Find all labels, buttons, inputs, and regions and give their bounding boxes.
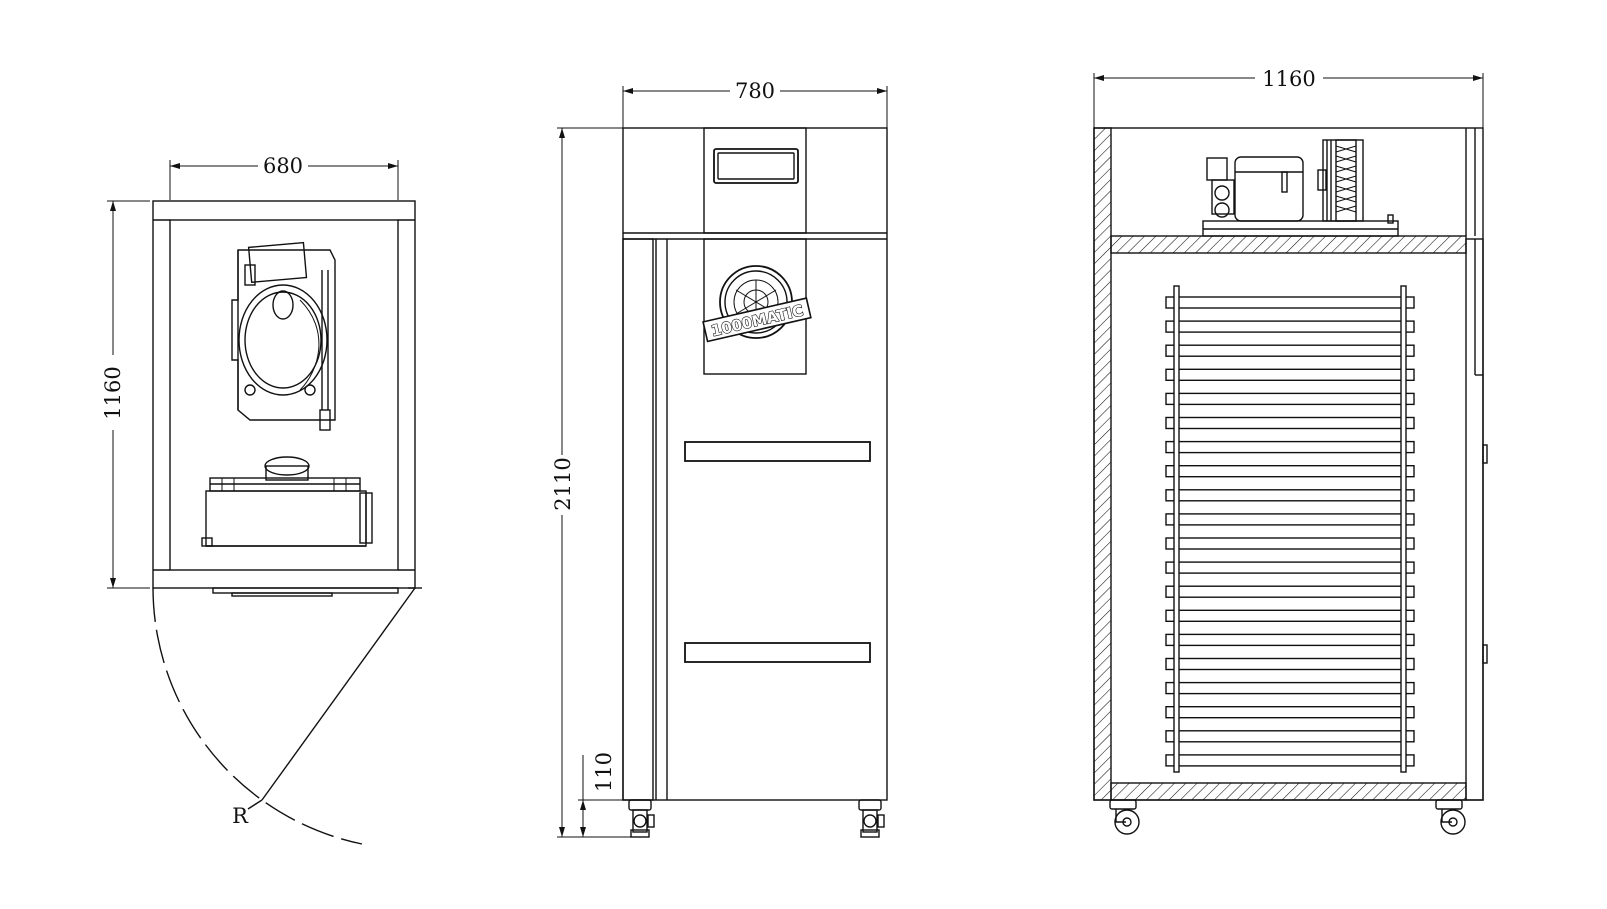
dimension-front-height: 2110 (551, 127, 640, 838)
dimension-label-110: 110 (592, 752, 616, 792)
cabinet-front (622, 127, 888, 801)
tray-slat (1165, 416, 1415, 430)
front-view: 780 2110 110 (551, 79, 888, 838)
tray-slat (1165, 561, 1415, 574)
control-panel (703, 127, 807, 234)
tray-slat (1165, 513, 1415, 526)
tray-slat (1165, 368, 1415, 381)
tray-slat (1165, 537, 1415, 550)
rack-post-left (1173, 285, 1180, 773)
side-section-view: 1160 (1093, 67, 1488, 835)
dimension-label-780: 780 (735, 79, 775, 103)
tray-slat (1165, 296, 1415, 309)
caster-left (628, 799, 655, 838)
tray-slat (1165, 392, 1415, 406)
tray-slat (1165, 730, 1415, 743)
tray-slat (1165, 465, 1415, 478)
caster-right (858, 799, 885, 838)
dimension-side-depth: 1160 (1093, 67, 1484, 128)
door-strip-top (212, 587, 399, 594)
insulated-floor (1110, 782, 1467, 801)
dimension-front-width: 780 (622, 79, 888, 128)
compressor-unit-top (231, 241, 336, 431)
tray-slat (1165, 633, 1415, 647)
dimension-label-2110: 2110 (551, 457, 575, 510)
top-view: 680 1160 (101, 154, 422, 845)
tray-slat (1165, 344, 1415, 357)
insulated-ceiling (1110, 235, 1467, 254)
door-handle-lower (684, 642, 871, 663)
tray-slat (1165, 754, 1415, 767)
tray-rack (1165, 285, 1415, 773)
tray-slat (1165, 440, 1415, 454)
door-hinge-strip (622, 238, 654, 801)
rack-post-right (1400, 285, 1407, 773)
swing-radius-label: R (232, 804, 249, 828)
brand-logo-text: 1000MATIC (709, 301, 805, 340)
insulated-rear-wall (1093, 127, 1112, 801)
tray-slat (1165, 706, 1415, 719)
tray-slat (1165, 585, 1415, 598)
tray-slat (1165, 320, 1415, 333)
tray-slat (1165, 489, 1415, 502)
brand-logo: 1000MATIC (702, 265, 812, 343)
dimension-leg-height: 110 (578, 752, 630, 837)
tray-slat (1165, 681, 1415, 695)
tray-slat (1165, 657, 1415, 671)
dimension-label-1160-side: 1160 (1262, 67, 1315, 91)
dimension-top-depth: 1160 (101, 200, 150, 589)
caster-side-right (1435, 799, 1466, 835)
dimension-label-1160-top: 1160 (101, 366, 125, 419)
cabinet-inner-top (169, 219, 399, 571)
dimension-top-width: 680 (169, 154, 399, 200)
tray-slat (1165, 609, 1415, 622)
caster-side-left (1109, 799, 1140, 835)
door-swing-arc: R (152, 587, 422, 845)
condensing-unit-side (1202, 139, 1399, 237)
evaporator-fan-top (201, 456, 373, 547)
door-handle-upper (684, 441, 871, 462)
dimension-label-680: 680 (263, 154, 303, 178)
display-window (713, 148, 799, 184)
